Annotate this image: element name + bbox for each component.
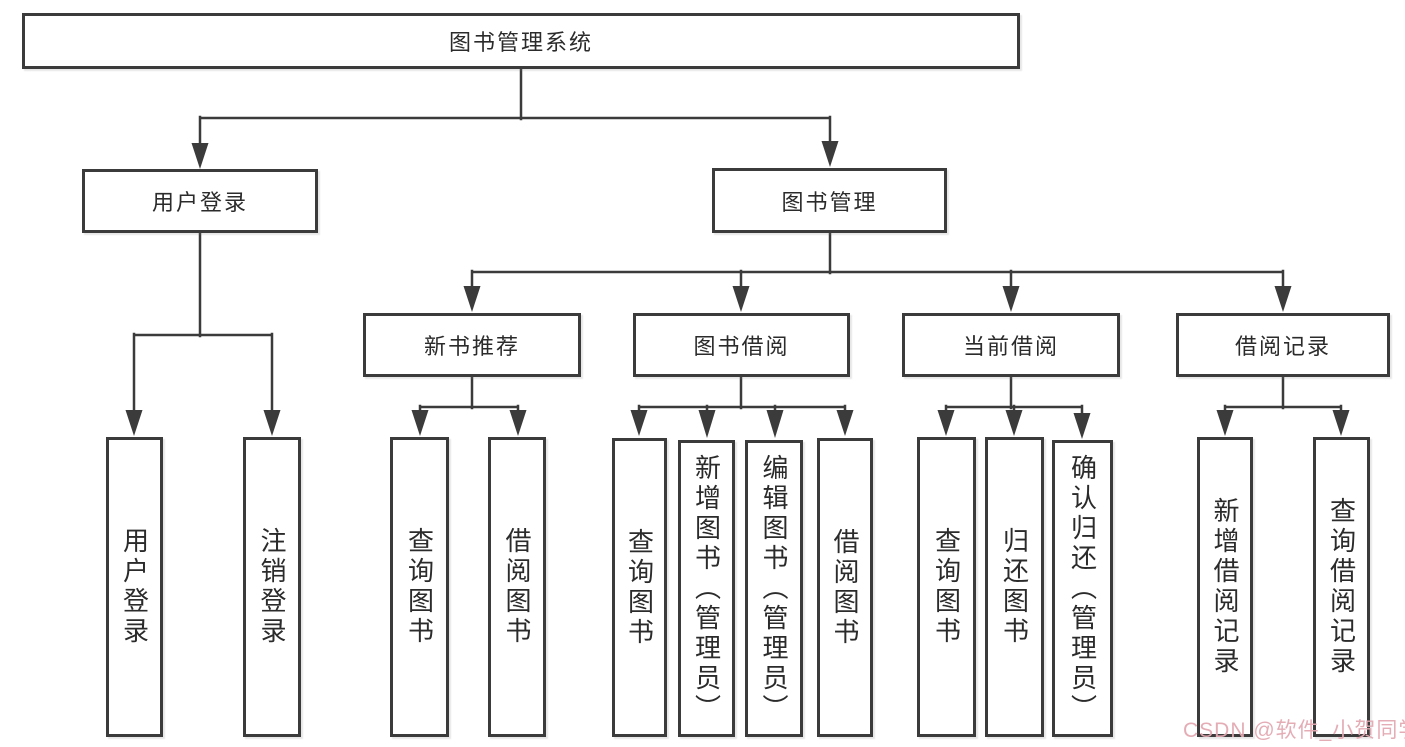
node-user-login-label: 用户登录: [151, 190, 248, 215]
node-book-borrowing: 图书借阅: [633, 313, 850, 377]
node-new-book-recommendation-label: 新书推荐: [423, 334, 520, 359]
leaf-add-books-admin: 新增图书（管理员）: [678, 440, 735, 737]
leaf-logout: 注销登录: [243, 437, 301, 737]
leaf-edit-books-admin: 编辑图书（管理员）: [745, 440, 803, 737]
node-current-borrowing: 当前借阅: [902, 313, 1120, 377]
leaf-edit-books-admin-label: 编辑图书（管理员）: [759, 453, 789, 724]
node-current-borrowing-label: 当前借阅: [962, 334, 1059, 359]
leaf-user-login: 用户登录: [106, 437, 163, 737]
leaf-user-login-label: 用户登录: [119, 527, 150, 647]
leaf-search-books-borrowing-label: 查询图书: [624, 527, 655, 648]
leaf-search-books-recommend: 查询图书: [390, 437, 449, 737]
node-library-management-system: 图书管理系统: [22, 13, 1020, 69]
leaf-add-books-admin-label: 新增图书（管理员）: [691, 453, 722, 724]
leaf-confirm-return-admin-label: 确认归还（管理员）: [1067, 453, 1098, 724]
leaf-borrow-books: 借阅图书: [817, 438, 873, 737]
leaf-return-books: 归还图书: [985, 437, 1044, 737]
node-new-book-recommendation: 新书推荐: [363, 313, 581, 377]
leaf-add-borrow-record: 新增借阅记录: [1197, 437, 1253, 737]
leaf-borrow-books-recommend-label: 借阅图书: [502, 527, 532, 647]
node-book-management-label: 图书管理: [781, 189, 878, 215]
node-book-borrowing-label: 图书借阅: [693, 334, 790, 359]
node-borrowing-records-label: 借阅记录: [1234, 334, 1331, 359]
leaf-search-books-borrowing: 查询图书: [612, 438, 667, 737]
node-book-management: 图书管理: [712, 168, 947, 233]
leaf-confirm-return-admin: 确认归还（管理员）: [1052, 440, 1113, 737]
leaf-borrow-books-label: 借阅图书: [830, 527, 860, 648]
leaf-add-borrow-record-label: 新增借阅记录: [1210, 497, 1240, 677]
leaf-search-books-current: 查询图书: [917, 437, 976, 737]
leaf-search-books-current-label: 查询图书: [931, 527, 962, 647]
leaf-return-books-label: 归还图书: [999, 527, 1030, 647]
arrowheads: [125, 141, 1350, 439]
node-user-login: 用户登录: [82, 169, 318, 233]
leaf-search-books-recommend-label: 查询图书: [404, 527, 435, 647]
watermark: CSDN @软件_小贺同学: [1183, 719, 1405, 742]
leaf-search-borrow-record-label: 查询借阅记录: [1326, 497, 1357, 677]
leaf-borrow-books-recommend: 借阅图书: [488, 437, 546, 737]
node-library-management-system-label: 图书管理系统: [448, 30, 593, 55]
leaf-search-borrow-record: 查询借阅记录: [1313, 437, 1370, 737]
leaf-logout-label: 注销登录: [257, 527, 287, 647]
node-borrowing-records: 借阅记录: [1176, 313, 1390, 377]
